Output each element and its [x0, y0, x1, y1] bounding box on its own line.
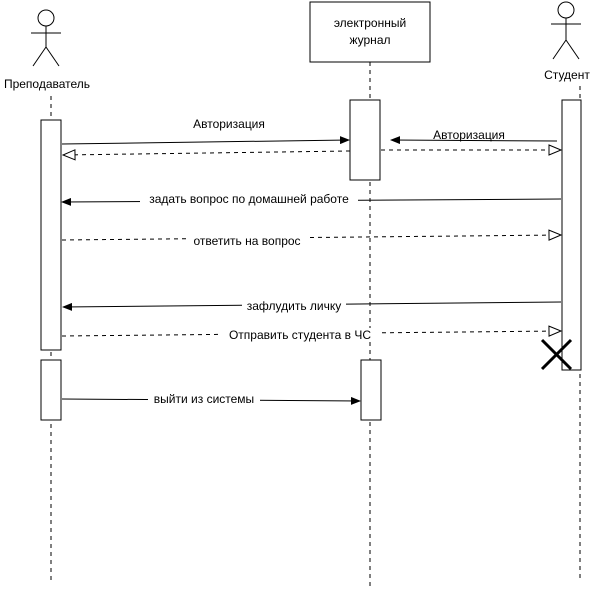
- blacklist-label: Отправить студента в ЧС: [229, 328, 371, 342]
- teacher-label: Преподаватель: [4, 77, 90, 91]
- teacher-actor-icon: [31, 9, 61, 67]
- auth-student-arrow: [390, 136, 558, 145]
- student-destroy-icon: [540, 338, 573, 371]
- journal-label-line2: журнал: [349, 33, 390, 47]
- teacher-activation-1: [40, 119, 62, 351]
- auth-student-label: Авторизация: [433, 128, 505, 142]
- journal-activation-2: [360, 359, 382, 421]
- answer-question-arrow: [61, 235, 561, 240]
- student-activation: [561, 99, 582, 371]
- logout-label: выйти из системы: [154, 392, 254, 406]
- auth-teacher-arrow: [61, 136, 350, 145]
- journal-box: [309, 1, 431, 63]
- teacher-activation-2: [40, 359, 62, 421]
- flood-label: зафлудить личку: [247, 299, 342, 313]
- journal-label-line1: электронный: [334, 16, 406, 30]
- ask-question-label: задать вопрос по домашней работе: [149, 192, 349, 206]
- student-label: Студент: [544, 68, 590, 82]
- journal-activation-1: [349, 99, 381, 181]
- auth-teacher-return-arrow: [63, 151, 351, 155]
- auth-teacher-label: Авторизация: [193, 117, 265, 131]
- answer-question-label: ответить на вопрос: [193, 234, 300, 248]
- student-actor-icon: [551, 1, 581, 60]
